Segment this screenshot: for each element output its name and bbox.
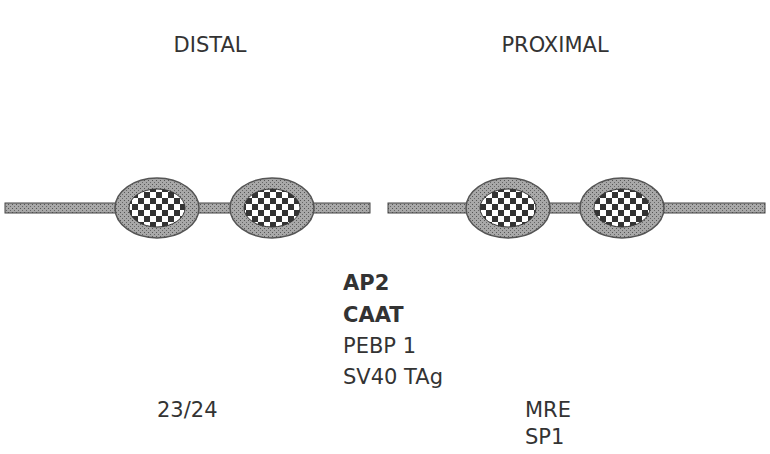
- region-heading: PROXIMAL: [501, 33, 608, 57]
- factor-site: 23/24: [157, 398, 218, 422]
- factor-site: CAAT: [343, 303, 404, 327]
- factor-site: MRE: [525, 398, 571, 422]
- region-heading: DISTAL: [174, 33, 247, 57]
- factor-site: SV40 TAg: [343, 365, 443, 389]
- nucleosome: [466, 178, 550, 238]
- nucleosome: [115, 178, 199, 238]
- factor-site: AP2: [343, 271, 389, 295]
- factor-site: PEBP 1: [343, 334, 416, 358]
- nucleosome: [230, 178, 314, 238]
- factor-site: SP1: [525, 425, 564, 449]
- nucleosome: [580, 178, 664, 238]
- dna-strand: [388, 203, 765, 213]
